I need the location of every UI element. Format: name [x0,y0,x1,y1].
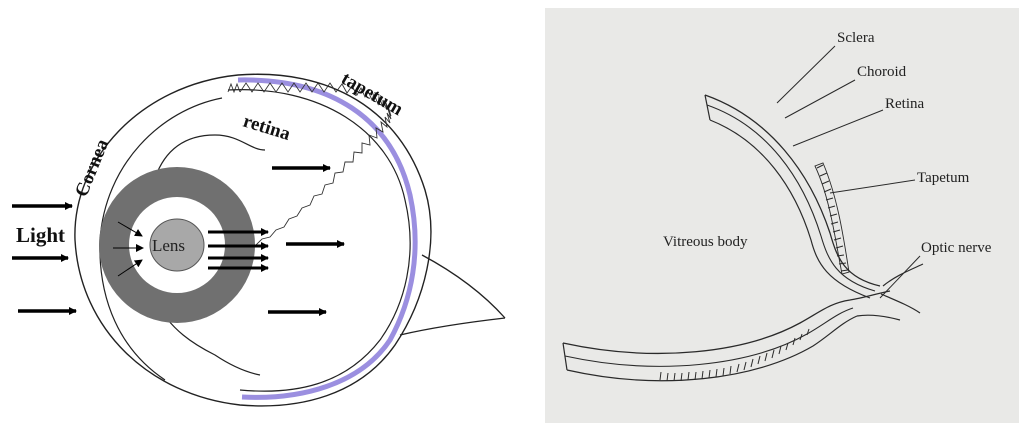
retina-label-right: Retina [885,96,924,112]
cornea-label: Cornea [71,136,113,200]
sclera-upper [705,95,880,286]
choroid-upper [707,105,875,291]
vitreous-body-label: Vitreous body [663,234,748,250]
eye-cross-section-svg: Light Cornea Lens retina tapetum [0,0,540,423]
retina-label: retina [241,111,294,145]
sclera-leader [777,46,835,103]
sclera-lower [563,300,850,353]
tapetum-leader [830,180,915,193]
choroid-leader [785,80,855,118]
optic-nerve-label: Optic nerve [921,240,992,256]
retina-top-cells [228,84,240,92]
tapetum-upper [817,165,848,271]
tapetum-lower [660,329,809,381]
tapetum-upper-outline [815,163,849,274]
retina-upper [710,120,870,298]
lens-label: Lens [152,236,185,255]
eye-cross-section-diagram: Light Cornea Lens retina tapetum [0,0,540,423]
tapetum-detail-diagram: Sclera Choroid Retina Tapetum Vitreous b… [545,8,1019,423]
upper-band-cap [705,95,710,120]
optic-nerve-leader [880,256,920,298]
retina-leader [793,110,883,146]
light-label: Light [16,223,65,247]
retina-lower [567,316,857,381]
tapetum-detail-svg: Sclera Choroid Retina Tapetum Vitreous b… [545,8,1019,423]
sclera-label: Sclera [837,30,875,46]
optic-nerve [850,264,923,320]
choroid-label: Choroid [857,64,907,80]
tapetum-label-right: Tapetum [917,170,970,186]
